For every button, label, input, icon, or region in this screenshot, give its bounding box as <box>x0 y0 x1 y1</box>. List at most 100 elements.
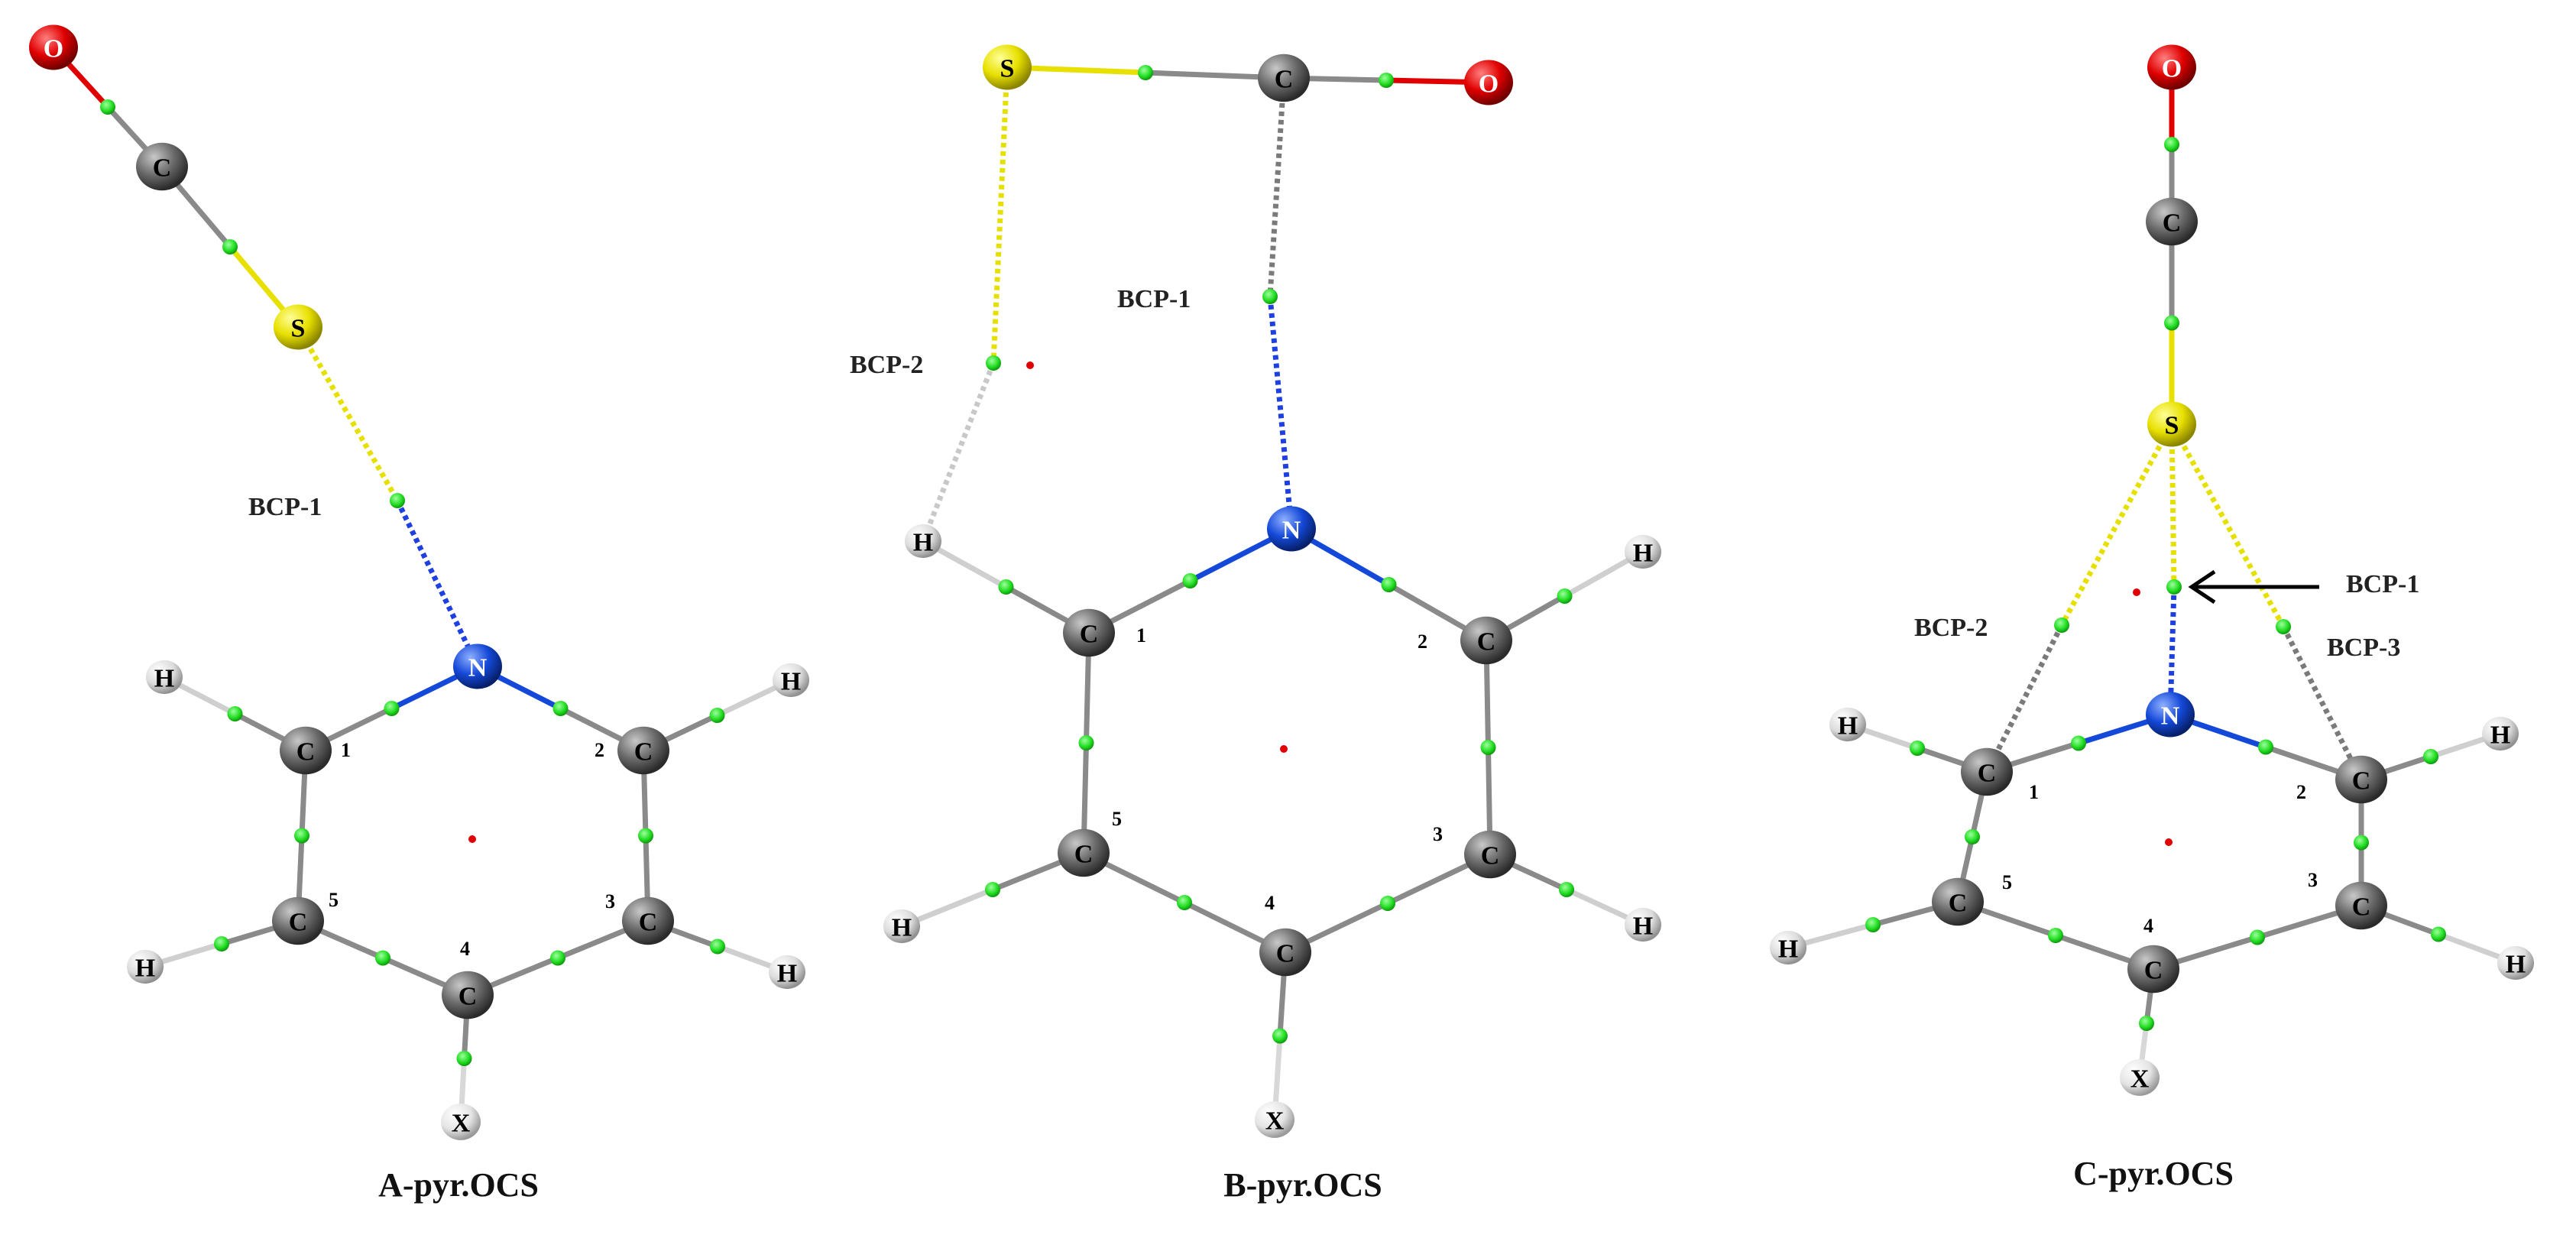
caption-panel-a: A-pyr.OCS <box>378 1166 539 1204</box>
bcp-c1-h1-C <box>1910 741 1925 756</box>
ring-number-1-B: 1 <box>1136 624 1146 647</box>
interaction-s-n-c-upper <box>2169 423 2177 588</box>
ring-number-4-B: 4 <box>1265 892 1275 914</box>
interaction-s-c1-c-lower <box>1984 624 2065 773</box>
carbon-c1-C-sphere <box>1961 747 2013 796</box>
bcp-n-c2-A <box>552 701 569 716</box>
sulfur-a-sphere <box>274 304 322 350</box>
bcp-s-c-b <box>1138 65 1153 80</box>
carbon-c5-B-sphere <box>1058 828 1110 877</box>
carbon-c3-C-label: C <box>2352 893 2371 922</box>
carbon-ocs-a-label: C <box>153 154 172 183</box>
carbon-c3-C-sphere <box>2335 881 2387 930</box>
caption-panel-b: B-pyr.OCS <box>1223 1166 1382 1204</box>
bcp-n-c1-B <box>1182 573 1198 588</box>
carbon-c3-A-label: C <box>639 909 658 937</box>
bcp-2-label-c: BCP-2 <box>1914 614 1988 642</box>
bcp-o-c-c <box>2164 137 2179 152</box>
ring-critical-point-cage-b <box>1026 361 1034 369</box>
interaction-s-n-a-upper <box>295 326 400 502</box>
carbon-c1-A: C <box>280 726 332 775</box>
oxygen-b: O <box>1464 60 1513 105</box>
ring-number-4-A: 4 <box>460 938 470 960</box>
sulfur-b-sphere <box>983 44 1032 90</box>
carbon-ocs-b-sphere <box>1258 53 1310 102</box>
bcp-n-c2-C <box>2258 739 2273 755</box>
carbon-ocs-b: C <box>1258 53 1310 102</box>
bcp-1-pointer-arrow-c <box>2188 569 2319 605</box>
carbon-c2-B-sphere <box>1460 616 1512 665</box>
hydrogen-h1-B-sphere <box>905 523 941 559</box>
ring-number-4-C: 4 <box>2143 915 2153 937</box>
ring-number-3-C: 3 <box>2308 869 2318 891</box>
oxygen-b-label: O <box>1479 70 1499 99</box>
hydrogen-h2-B-label: H <box>1633 540 1653 568</box>
hydrogen-h1-B-label: H <box>913 529 933 557</box>
substituent-x-A: X <box>441 1104 481 1140</box>
bcp-c3-c4-C <box>2250 929 2265 945</box>
bcp-c2-h2-A <box>709 708 725 723</box>
bcp-c2-c3-B <box>1480 740 1496 755</box>
hydrogen-h2-C-label: H <box>2490 721 2510 750</box>
nitrogen-C-label: N <box>2161 702 2180 731</box>
carbon-c3-C: C <box>2335 881 2387 930</box>
ring-number-2-A: 2 <box>595 739 604 761</box>
ring-critical-point-cage-c <box>2133 588 2140 596</box>
interaction-s-n-c-lower <box>2167 586 2177 715</box>
carbon-c3-B: C <box>1464 830 1516 879</box>
bcp-c2-h2-C <box>2423 749 2438 764</box>
bcp-c5-c4-A <box>375 950 390 966</box>
sulfur-b: S <box>983 44 1032 90</box>
carbon-c1-C-label: C <box>1978 760 1997 788</box>
carbon-c4-B-label: C <box>1276 940 1295 968</box>
interaction-c-n-b-upper <box>1267 77 1287 297</box>
hydrogen-h2-A: H <box>773 663 809 698</box>
hydrogen-h2-C: H <box>2482 716 2519 751</box>
bcp-c5-h5-B <box>985 882 1000 897</box>
ring-critical-point-A <box>468 835 476 843</box>
hydrogen-h5-C-sphere <box>1770 930 1806 965</box>
bcp-c1-c5-C <box>1965 829 1980 844</box>
nitrogen-A-sphere <box>453 643 502 689</box>
bcp-n-c2-B <box>1381 577 1397 592</box>
oxygen-b-sphere <box>1464 60 1513 105</box>
hydrogen-h3-A-sphere <box>769 955 805 990</box>
substituent-x-A-sphere <box>441 1104 481 1140</box>
bcp-1-a <box>390 493 405 508</box>
bcp-2-label-b: BCP-2 <box>850 351 923 379</box>
oxygen-c-label: O <box>2162 55 2182 83</box>
carbon-ocs-a-sphere <box>136 142 188 191</box>
ring-number-1-A: 1 <box>341 739 351 761</box>
ring-number-2-B: 2 <box>1418 630 1427 653</box>
bcp-c1-c5-A <box>294 828 309 844</box>
interaction-s-h-b-lower <box>920 361 996 543</box>
bcp-2-b <box>986 355 1001 371</box>
bcp-c-o-b <box>1379 73 1394 88</box>
bcp-c1-h1-A <box>227 706 243 721</box>
substituent-x-A-label: X <box>452 1110 471 1138</box>
hydrogen-h1-C-label: H <box>1838 712 1858 741</box>
carbon-c4-B-sphere <box>1259 928 1311 977</box>
carbon-c2-C-label: C <box>2352 767 2371 796</box>
hydrogen-h5-C: H <box>1770 930 1806 965</box>
sulfur-a: S <box>274 304 322 350</box>
bcp-c4-x-C <box>2139 1016 2154 1031</box>
sulfur-a-label: S <box>291 315 306 343</box>
hydrogen-h5-A: H <box>127 949 164 984</box>
oxygen-a-sphere <box>29 24 78 70</box>
bcp-c2-c3-C <box>2354 835 2369 851</box>
carbon-c3-A: C <box>622 896 674 945</box>
hydrogen-h2-A-label: H <box>781 668 801 696</box>
bcp-n-c1-A <box>384 701 400 716</box>
carbon-c5-A: C <box>272 896 324 945</box>
carbon-c1-B: C <box>1063 608 1115 657</box>
carbon-c1-C: C <box>1961 747 2013 796</box>
hydrogen-h3-C: H <box>2497 945 2534 981</box>
bcp-c3-c4-B <box>1380 896 1395 911</box>
bcp-1-b <box>1262 289 1278 304</box>
carbon-c5-A-label: C <box>289 909 308 937</box>
bcp-c5-c4-C <box>2048 928 2063 943</box>
bcp-3-label-c: BCP-3 <box>2327 634 2400 662</box>
